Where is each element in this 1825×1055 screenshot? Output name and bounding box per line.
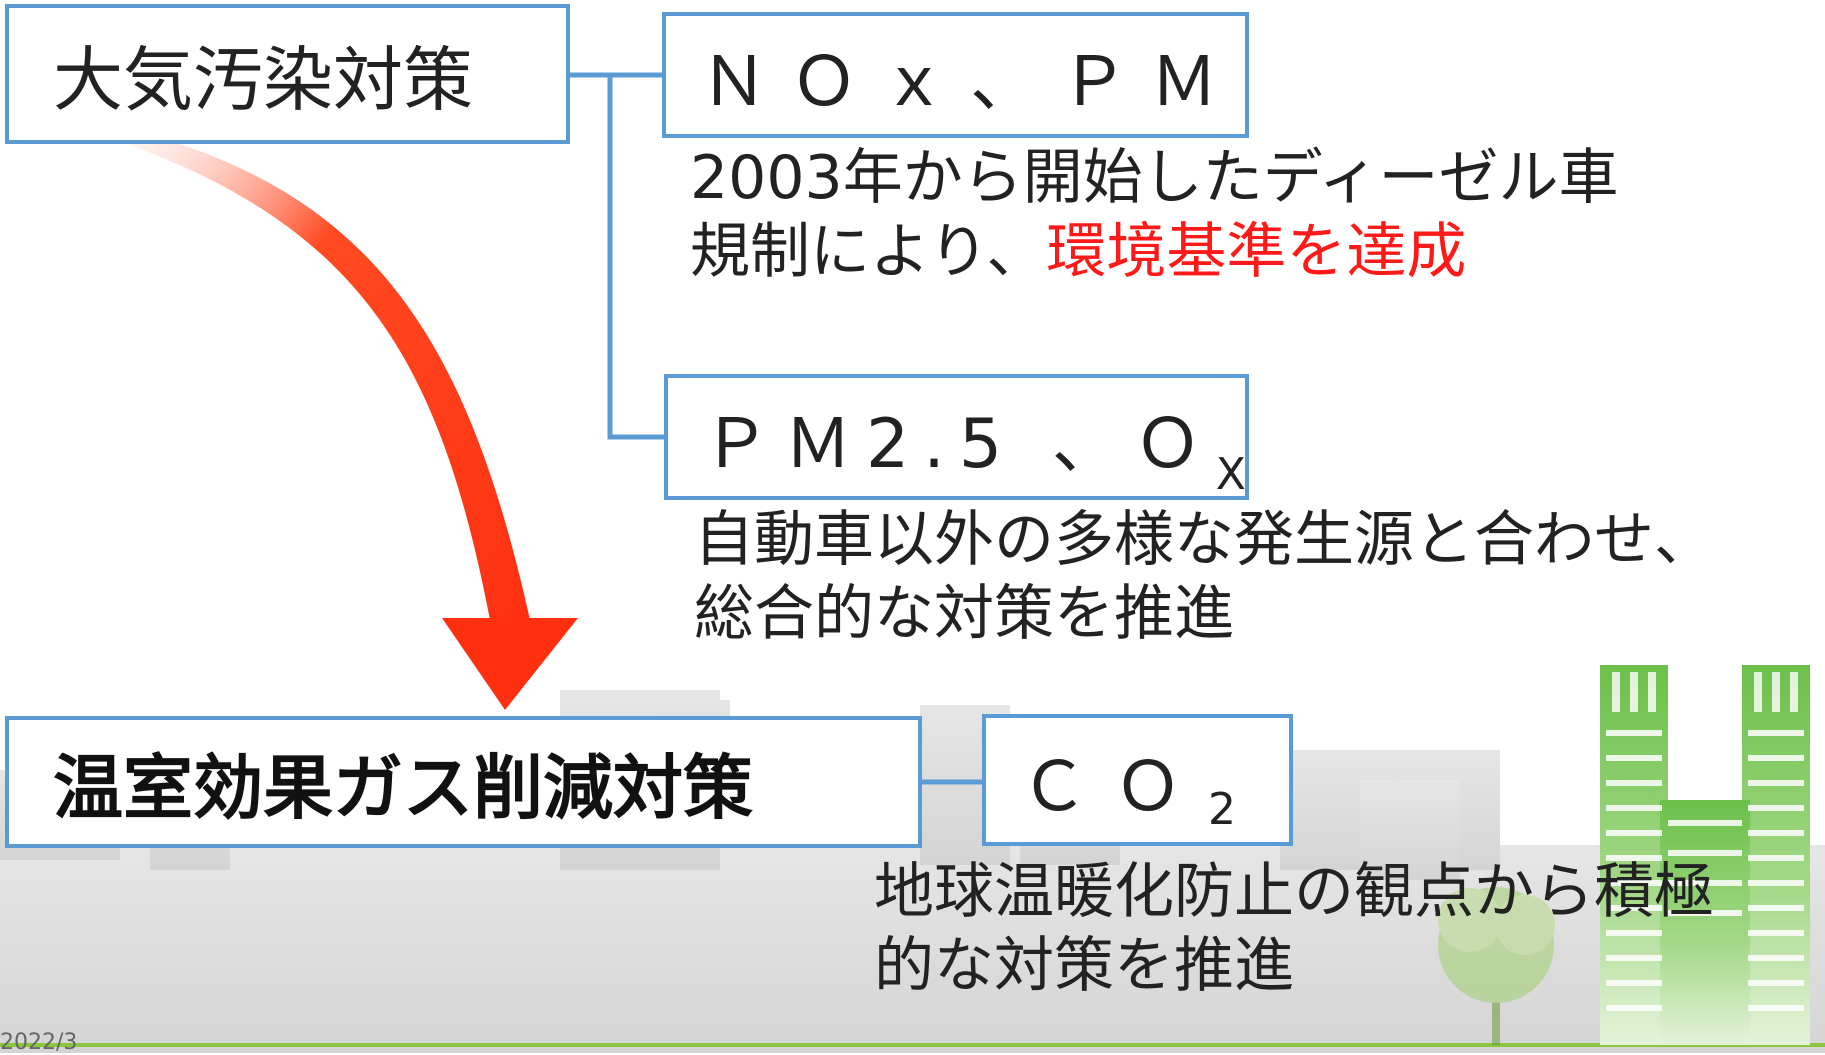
environmental-standard-achieved: 環境基準を達成 — [1046, 217, 1467, 287]
pm25-description-line1: 自動車以外の多様な発生源と合わせ、 — [694, 505, 1714, 575]
ghg-title-box: 温室効果ガス削減対策 — [5, 716, 922, 848]
pm25-ox-label: ＰＭ2.5 、ＯX — [702, 388, 1246, 500]
nox-description-line1: 2003年から開始したディーゼル車 — [690, 143, 1619, 213]
co2-main: ＣＯ — [1020, 747, 1209, 827]
tower-windows — [1606, 730, 1804, 1011]
curved-arrow-icon — [130, 135, 578, 710]
ground-line — [0, 1043, 1825, 1047]
nox-description-line2: 規制により、環境基準を達成 — [690, 214, 1466, 290]
nox-pm-box: ＮＯｘ、ＰＭ — [662, 12, 1249, 138]
connector-lines — [568, 72, 985, 785]
pm25-ox-main: ＰＭ2.5 、Ｏ — [702, 404, 1216, 484]
air-pollution-title-box: 大気汚染対策 — [5, 4, 570, 144]
co2-subscript: 2 — [1208, 783, 1237, 835]
slide-date: 2022/3 — [0, 1030, 78, 1055]
co2-description-line1: 地球温暖化防止の観点から積極 — [874, 857, 1714, 927]
nox-description-prefix: 規制により、 — [690, 217, 1047, 287]
co2-box: ＣＯ2 — [982, 714, 1293, 846]
pm25-description-line2: 総合的な対策を推進 — [694, 579, 1234, 649]
co2-label: ＣＯ2 — [1020, 731, 1236, 835]
air-pollution-title: 大気汚染対策 — [53, 38, 473, 121]
pm25-ox-subscript: X — [1215, 448, 1246, 500]
tree-icon — [1438, 887, 1555, 1045]
ghg-title: 温室効果ガス削減対策 — [53, 746, 753, 829]
co2-description-line2: 的な対策を推進 — [874, 931, 1294, 1001]
pm25-ox-box: ＰＭ2.5 、ＯX — [664, 374, 1249, 500]
nox-pm-label: ＮＯｘ、ＰＭ — [700, 42, 1241, 122]
